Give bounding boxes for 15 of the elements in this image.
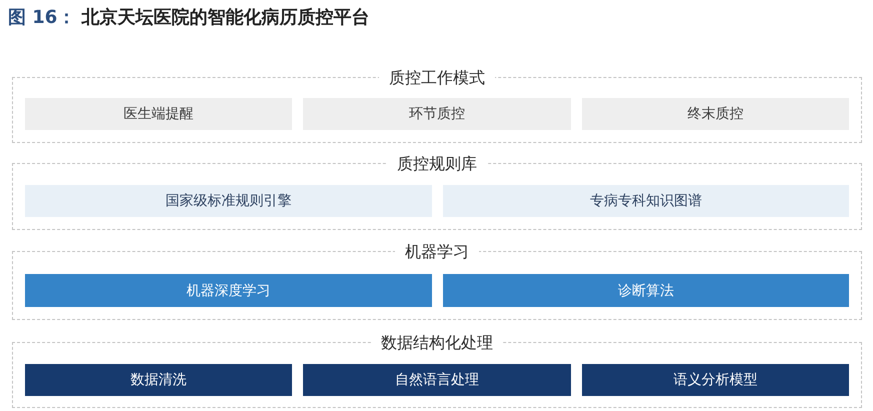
module-box: 语义分析模型 <box>582 364 849 396</box>
module-box: 终末质控 <box>582 98 849 130</box>
module-box: 专病专科知识图谱 <box>442 185 849 217</box>
module-box: 医生端提醒 <box>25 98 292 130</box>
figure-title: 图 16： 北京天坛医院的智能化病历质控平台 <box>8 6 370 30</box>
panel-heading: 质控工作模式 <box>379 68 495 88</box>
module-box: 数据清洗 <box>25 364 292 396</box>
panel-heading: 数据结构化处理 <box>371 333 503 353</box>
module-box: 国家级标准规则引擎 <box>25 185 432 217</box>
panel-heading: 机器学习 <box>395 242 479 262</box>
module-box: 自然语言处理 <box>303 364 571 396</box>
module-box: 环节质控 <box>303 98 571 130</box>
panel-heading: 质控规则库 <box>387 154 487 174</box>
module-box: 诊断算法 <box>442 274 849 307</box>
module-box: 机器深度学习 <box>25 274 432 307</box>
